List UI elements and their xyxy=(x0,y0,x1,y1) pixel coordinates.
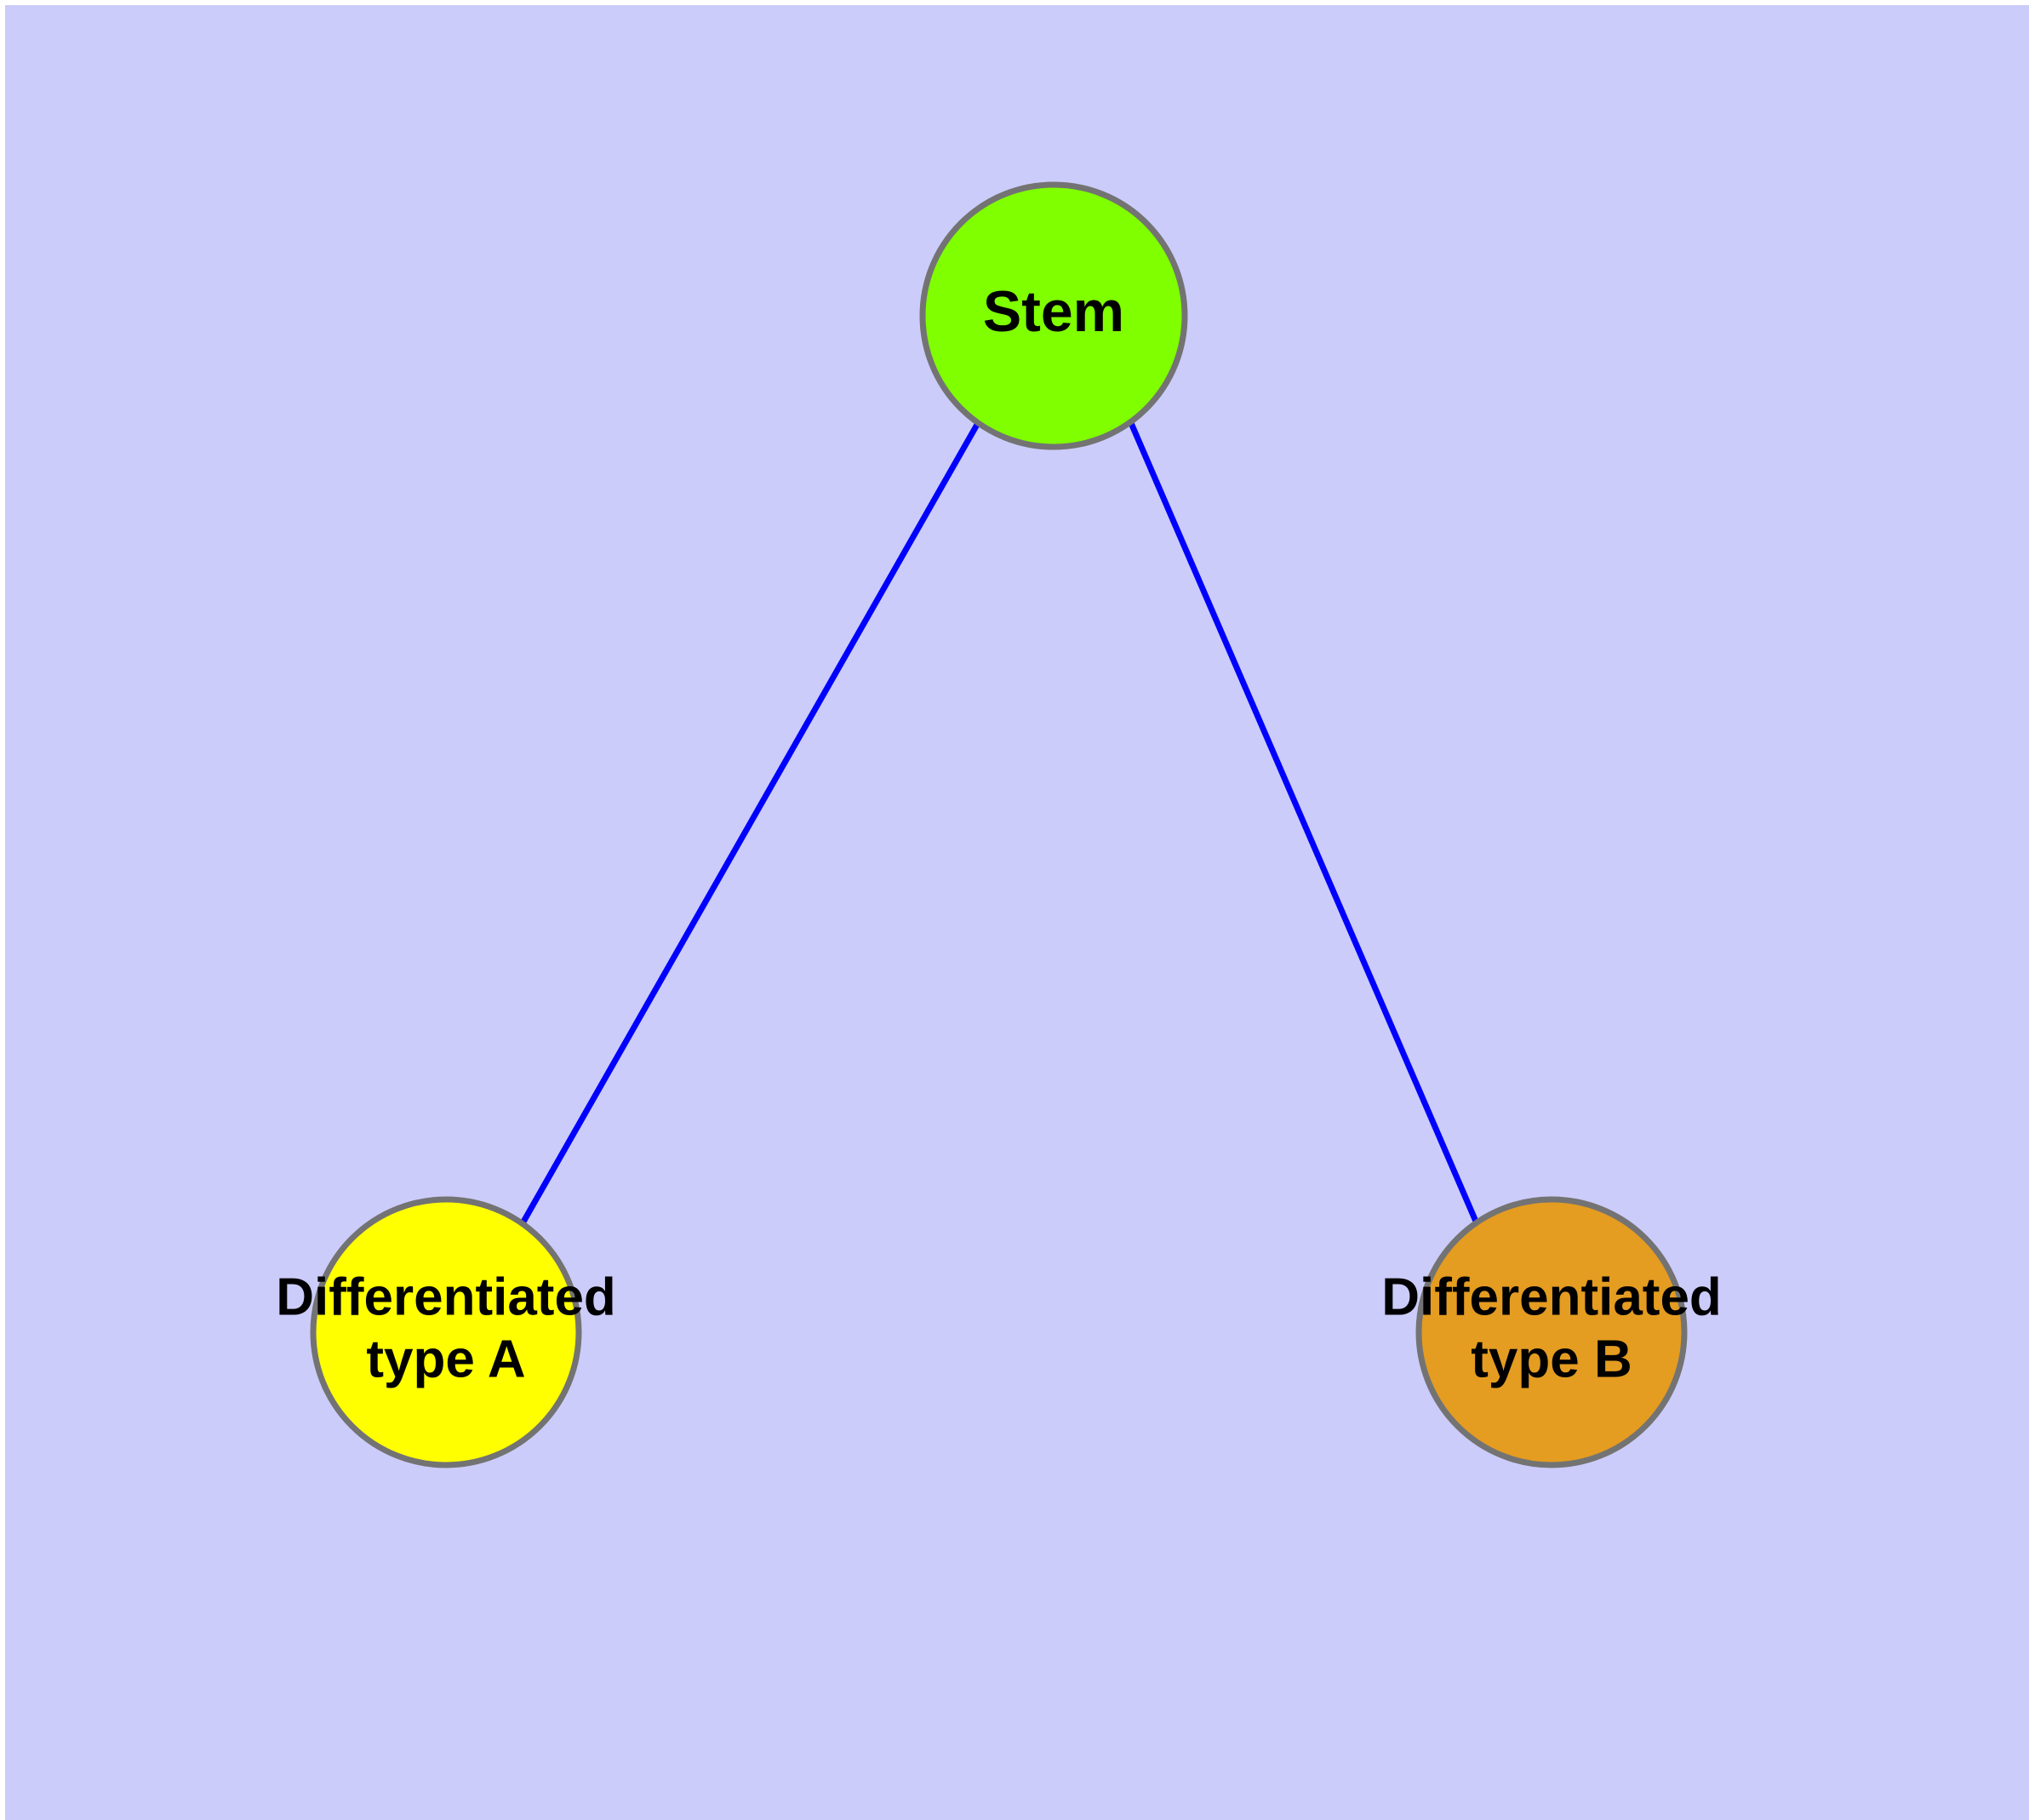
node-circle-differentiated-type-a[interactable] xyxy=(310,1196,582,1468)
node-label-stem: Stem xyxy=(983,279,1124,344)
node-circle-stem[interactable] xyxy=(919,181,1188,450)
node-stem[interactable]: Stem xyxy=(919,181,1188,450)
edge-stem-to-differentiated-type-a[interactable] xyxy=(519,421,981,1225)
edge-layer xyxy=(519,421,1480,1225)
node-circle-differentiated-type-b[interactable] xyxy=(1415,1196,1688,1468)
edge-stem-to-differentiated-type-b[interactable] xyxy=(1128,421,1480,1225)
